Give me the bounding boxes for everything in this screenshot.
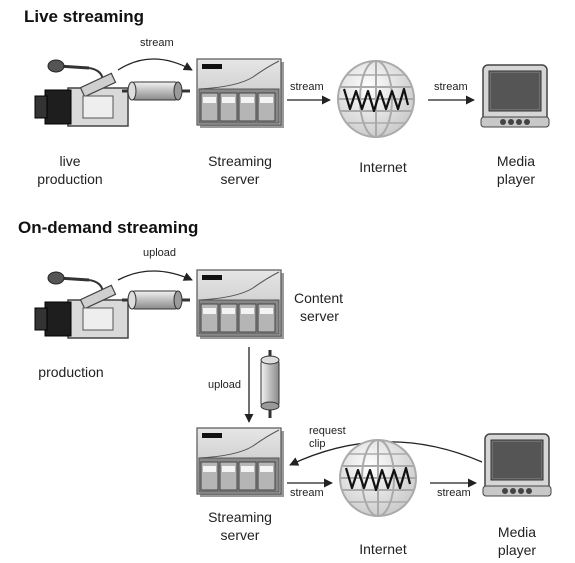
- ondemand-tube-icon: [120, 289, 192, 311]
- ondemand-media-player-icon: [482, 433, 552, 497]
- ondemand-arrow-upload-label-2: upload: [208, 379, 241, 391]
- ondemand-server-caption-line1: Streaming: [208, 509, 272, 525]
- live-player-caption-line2: player: [497, 171, 535, 187]
- live-source-caption-line2: production: [37, 171, 102, 187]
- ondemand-globe-icon: [338, 438, 418, 518]
- request-clip-label-line2: clip: [309, 438, 326, 450]
- ondemand-arrow-upload-label-1: upload: [143, 247, 176, 259]
- ondemand-streaming-server-icon: [196, 427, 285, 498]
- live-arrow-stream-label-2: stream: [290, 81, 324, 93]
- live-camera-icon: [33, 58, 130, 128]
- on-demand-streaming-title: On-demand streaming: [18, 218, 198, 237]
- ondemand-player-caption-line1: Media: [498, 524, 536, 540]
- content-server-caption-line2: server: [300, 308, 339, 324]
- live-media-player-icon: [480, 64, 550, 128]
- ondemand-tube-vertical-icon: [259, 348, 281, 420]
- content-server-caption-line1: Content: [294, 290, 343, 306]
- ondemand-server-caption-line2: server: [221, 527, 260, 543]
- ondemand-upload-arrow-1: [117, 270, 193, 281]
- ondemand-player-caption-line2: player: [498, 542, 536, 558]
- live-arrow-stream-label-3: stream: [434, 81, 468, 93]
- live-player-caption-line1: Media: [497, 153, 535, 169]
- live-streaming-title: Live streaming: [24, 7, 144, 26]
- ondemand-arrow-stream-label-1: stream: [290, 487, 324, 499]
- ondemand-camera-icon: [33, 270, 130, 340]
- ondemand-arrow-stream-label-2: stream: [437, 487, 471, 499]
- live-upload-arrow: [117, 58, 193, 71]
- live-server-caption-line2: server: [221, 171, 260, 187]
- request-clip-label-line1: request: [309, 425, 346, 437]
- live-arrow-stream-label-1: stream: [140, 37, 174, 49]
- live-streaming-server-icon: [196, 58, 285, 129]
- content-server-icon: [196, 269, 285, 340]
- live-server-caption-line1: Streaming: [208, 153, 272, 169]
- live-tube-icon: [120, 80, 192, 102]
- live-globe-icon: [336, 59, 416, 139]
- live-internet-caption: Internet: [359, 159, 407, 175]
- live-source-caption-line1: live: [59, 153, 80, 169]
- ondemand-internet-caption: Internet: [359, 541, 407, 557]
- ondemand-source-caption: production: [38, 364, 103, 380]
